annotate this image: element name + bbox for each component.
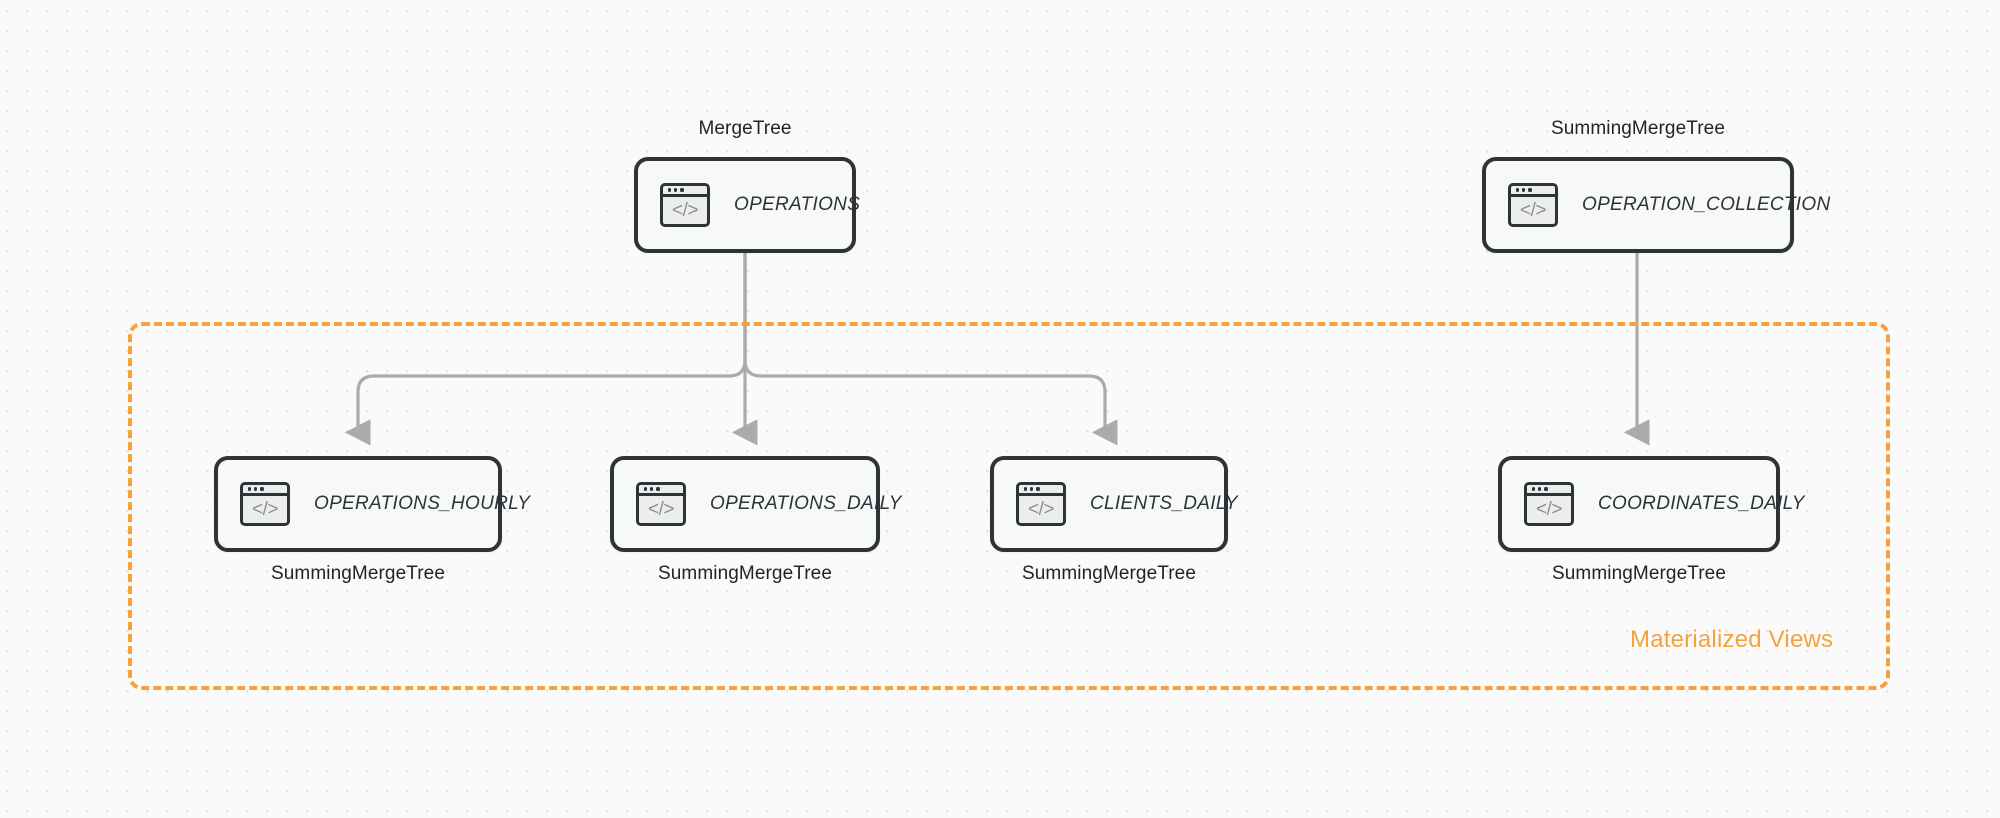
code-glyph: </> bbox=[672, 200, 698, 221]
code-glyph: </> bbox=[1536, 499, 1562, 520]
node-operation-collection[interactable]: </> OPERATION_COLLECTION bbox=[1482, 157, 1830, 253]
window-dot-1 bbox=[1516, 188, 1520, 192]
window-dot-2 bbox=[1030, 487, 1034, 491]
code-glyph: </> bbox=[1028, 499, 1054, 520]
engine-label-clients-daily: SummingMergeTree bbox=[1021, 563, 1197, 584]
materialized-views-group bbox=[128, 322, 1890, 690]
engine-label-operations: MergeTree bbox=[698, 118, 792, 139]
node-operations-hourly[interactable]: </> OPERATIONS_HOURLY bbox=[214, 456, 530, 552]
code-glyph: </> bbox=[1520, 200, 1546, 221]
code-window-icon: </> bbox=[660, 183, 710, 227]
window-dot-3 bbox=[260, 487, 264, 491]
window-dot-3 bbox=[1528, 188, 1532, 192]
window-dot-3 bbox=[1544, 487, 1548, 491]
window-dot-3 bbox=[656, 487, 660, 491]
node-label-operation-collection: OPERATION_COLLECTION bbox=[1582, 194, 1831, 215]
window-dot-1 bbox=[1532, 487, 1536, 491]
node-operations[interactable]: </> OPERATIONS bbox=[634, 157, 860, 253]
window-dot-1 bbox=[644, 487, 648, 491]
code-window-icon: </> bbox=[636, 482, 686, 526]
node-clients-daily[interactable]: </> CLIENTS_DAILY bbox=[990, 456, 1238, 552]
code-glyph: </> bbox=[648, 499, 674, 520]
node-label-operations-hourly: OPERATIONS_HOURLY bbox=[314, 493, 531, 514]
window-dot-2 bbox=[650, 487, 654, 491]
window-dot-1 bbox=[1024, 487, 1028, 491]
engine-label-operations-hourly: SummingMergeTree bbox=[270, 563, 446, 584]
node-label-coordinates-daily: COORDINATES_DAILY bbox=[1598, 493, 1805, 514]
code-window-icon: </> bbox=[240, 482, 290, 526]
window-dot-3 bbox=[1036, 487, 1040, 491]
materialized-views-group-label: Materialized Views bbox=[1630, 626, 1834, 653]
window-dot-3 bbox=[680, 188, 684, 192]
node-coordinates-daily[interactable]: </> COORDINATES_DAILY bbox=[1498, 456, 1804, 552]
window-dot-1 bbox=[668, 188, 672, 192]
node-label-operations-daily: OPERATIONS_DAILY bbox=[710, 493, 902, 514]
window-dot-1 bbox=[248, 487, 252, 491]
code-glyph: </> bbox=[252, 499, 278, 520]
code-window-icon: </> bbox=[1016, 482, 1066, 526]
engine-label-operation-collection: SummingMergeTree bbox=[1550, 118, 1726, 139]
code-window-icon: </> bbox=[1508, 183, 1558, 227]
node-label-operations: OPERATIONS bbox=[734, 194, 861, 215]
node-operations-daily[interactable]: </> OPERATIONS_DAILY bbox=[610, 456, 901, 552]
engine-label-operations-daily: SummingMergeTree bbox=[657, 563, 833, 584]
node-label-clients-daily: CLIENTS_DAILY bbox=[1090, 493, 1238, 514]
engine-label-coordinates-daily: SummingMergeTree bbox=[1551, 563, 1727, 584]
code-window-icon: </> bbox=[1524, 482, 1574, 526]
window-dot-2 bbox=[674, 188, 678, 192]
window-dot-2 bbox=[1522, 188, 1526, 192]
window-dot-2 bbox=[1538, 487, 1542, 491]
window-dot-2 bbox=[254, 487, 258, 491]
